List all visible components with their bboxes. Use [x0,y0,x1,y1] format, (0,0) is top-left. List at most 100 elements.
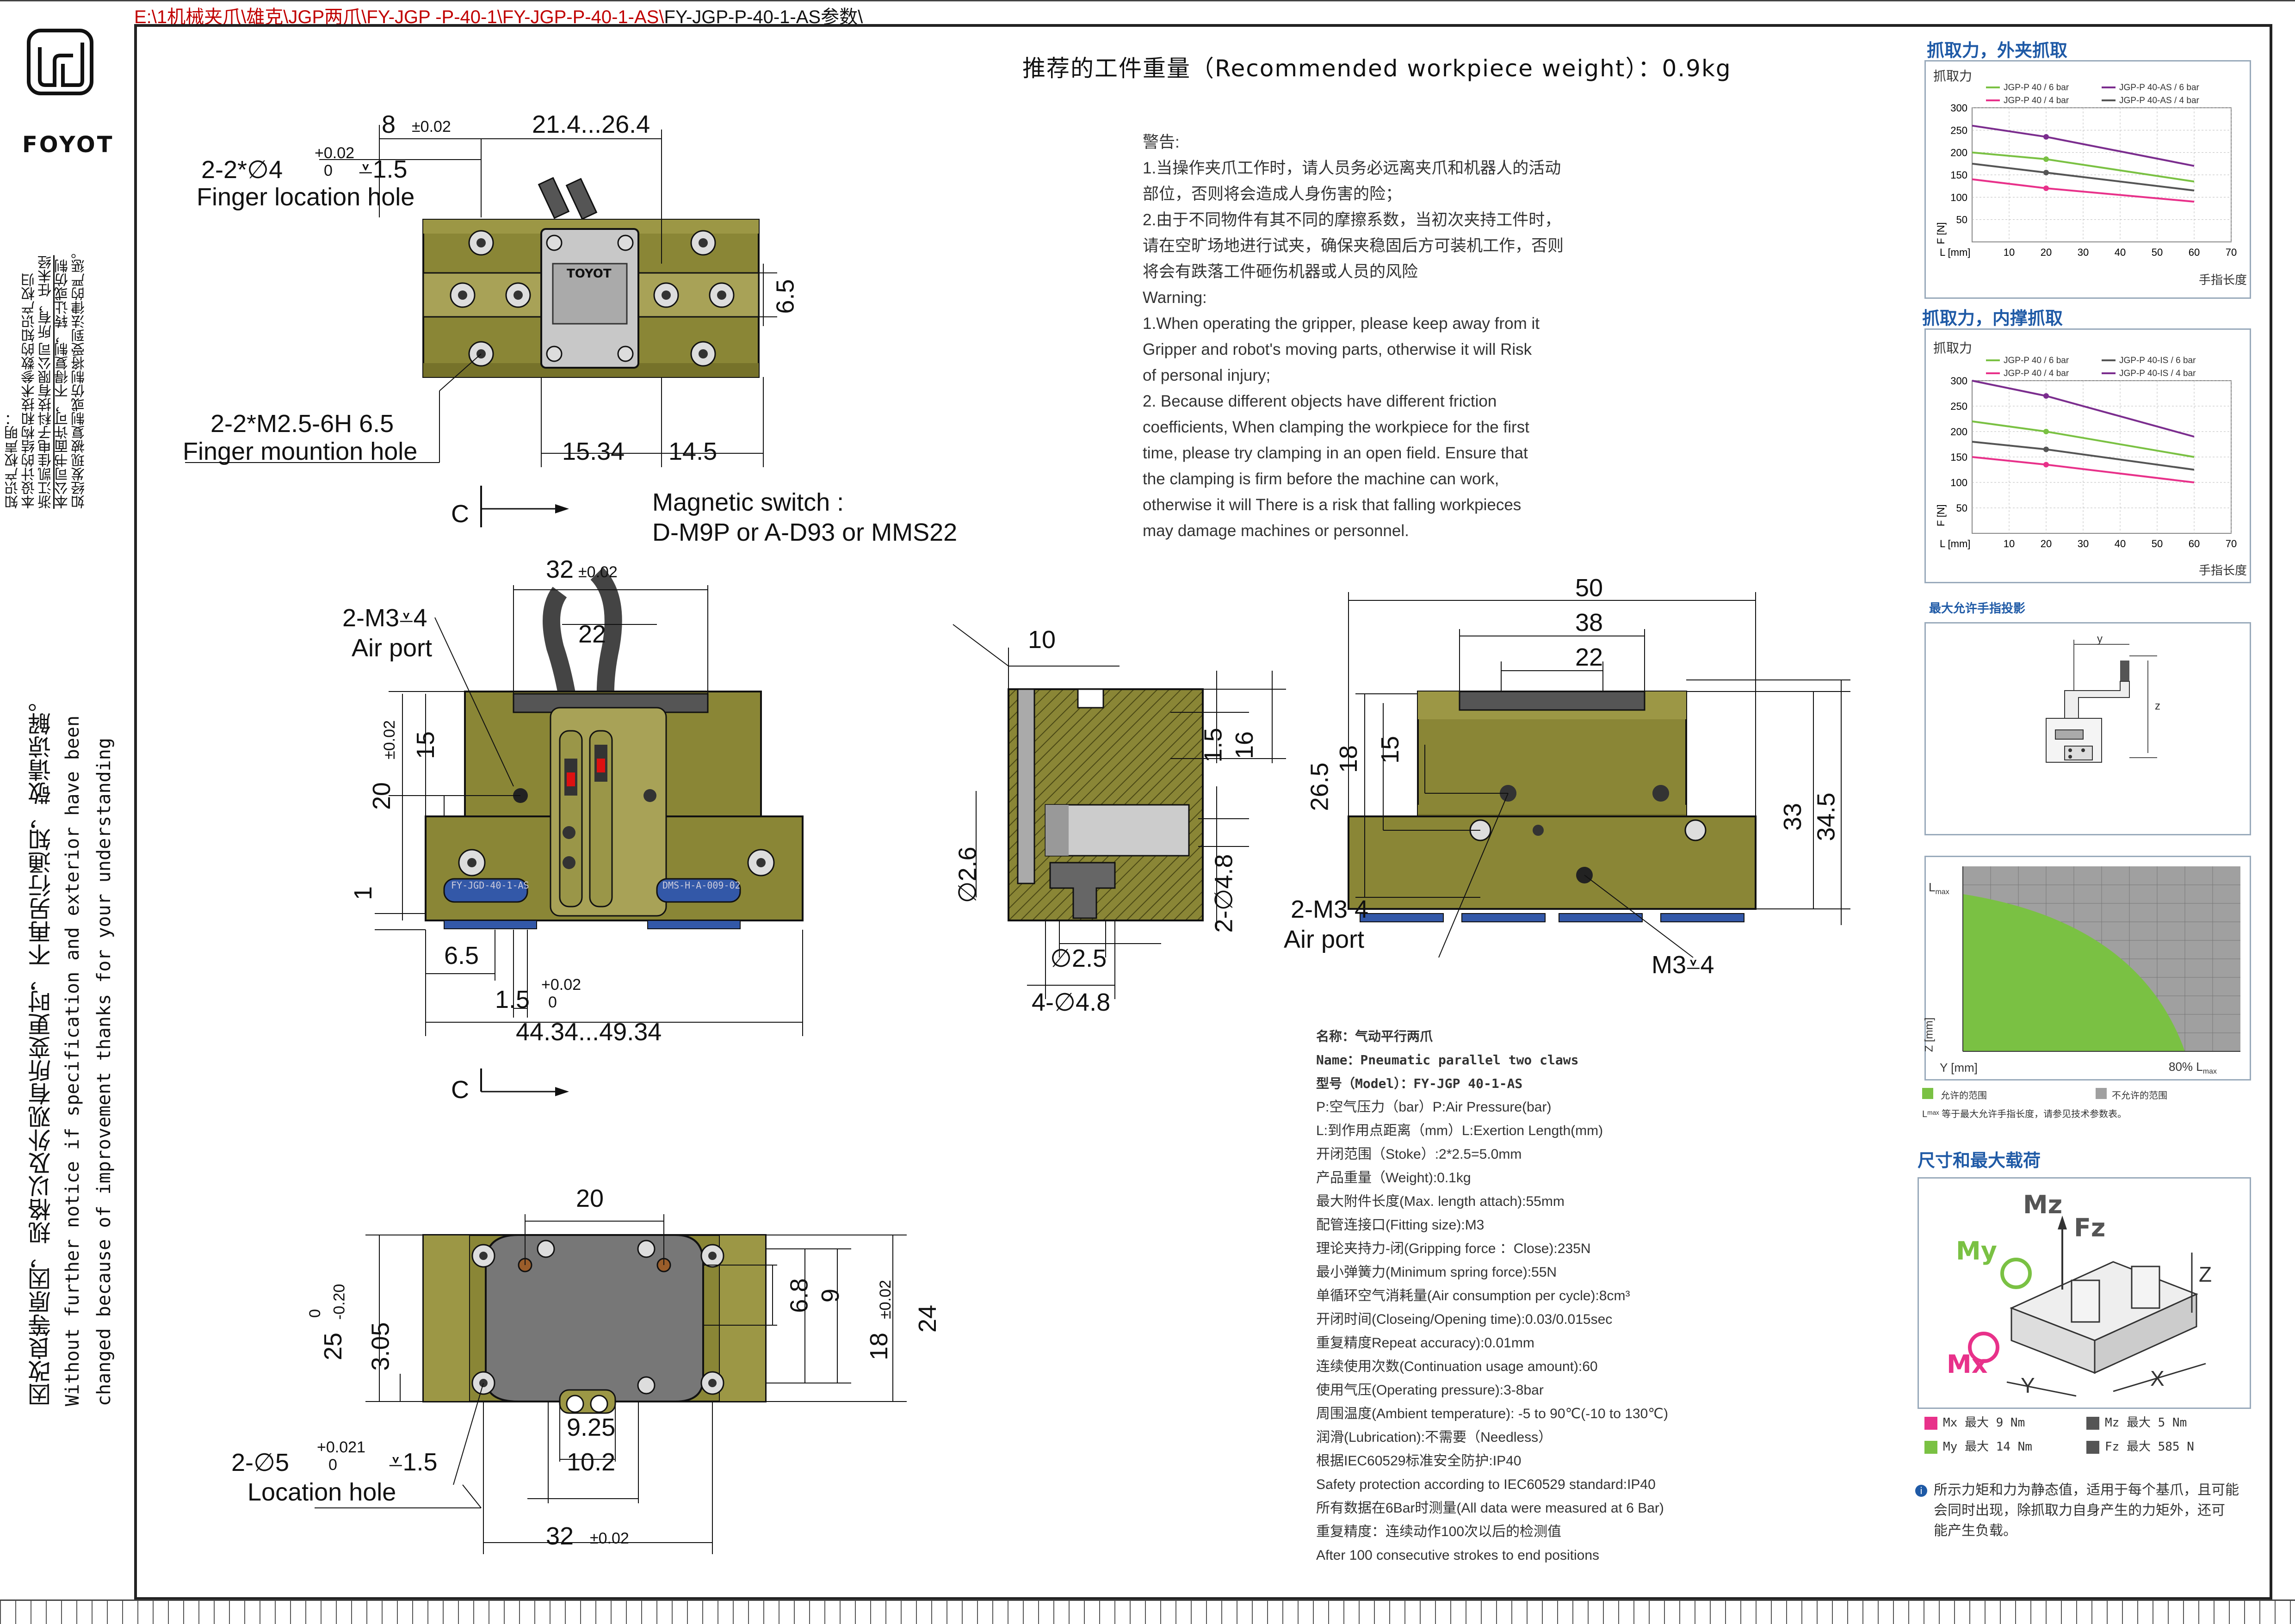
dim-label: 9.25 [567,1414,616,1441]
moments-note-line: 能产生负载。 [1934,1523,2017,1538]
spec-line: 产品重量（Weight):0.1kg [1316,1170,1471,1186]
x-tick-label: 30 [2078,247,2089,258]
data-point [2043,446,2049,452]
projection-panel: y z [1924,622,2251,835]
copyright-line: 知识产权声明： [5,412,20,509]
dim-label: 8 [382,111,396,138]
area-lmax-sub: max [1935,888,1949,896]
area-lmax: Lmax [1929,880,1949,896]
logo-text: FOYOT [22,132,114,158]
legend-label: JGP-P 40 / 4 bar [2004,96,2069,105]
section-mark: C [451,1076,469,1104]
spec-line: 开闭范围（Stoke）:2*2.5=5.0mm [1316,1147,1522,1162]
x-tick-label: 70 [2226,247,2237,258]
area-lmax-label: L [1929,880,1936,894]
dim-label: 32 [546,1522,574,1550]
spec-model: 型号（Model）：FY-JGP 40-1-AS [1316,1076,1523,1091]
area-x80-sub: max [2202,1068,2217,1076]
spec-line: 所有数据在6Bar时测量(All data were measured at 6… [1316,1501,1664,1516]
y-tick-label: 100 [1950,477,1967,488]
y-tick-label: 150 [1950,451,1967,463]
data-point [2043,185,2049,191]
dim-label: 6.8 [785,1278,813,1313]
warning-line: Gripper and robot's moving parts, otherw… [1143,340,1532,358]
air-port-spec: 2-M3⩡4 [342,604,427,632]
area-x80-label: 80% L [2169,1060,2203,1074]
y-tick-label: 200 [1950,426,1967,438]
dim-label: 2-2*M2.5-6H 6.5 [210,410,394,438]
spec-line: After 100 consecutive strokes to end pos… [1316,1548,1600,1563]
spec-line: 理论夹持力-闭(Gripping force ：Close):235N [1316,1241,1591,1256]
spec-name-cn: 名称：气动平行两爪 [1316,1029,1433,1044]
notice-block: 因改良等原因，规格以及外观有所变更时，不再另行通知，敬请谅解。 Without … [25,620,120,1406]
x-axis-label: L [mm] [1940,247,1970,258]
moment-value: 最大 5 Nm [2126,1416,2187,1430]
copyright-line: 本公司书面许可，不得复制，转让或仿制 [55,259,70,509]
spec-line: P:空气压力（bar）P:Air Pressure(bar) [1316,1099,1552,1115]
y-tick-label: 200 [1950,147,1967,159]
spec-line: 连续使用次数(Continuation usage amount):60 [1316,1359,1598,1374]
section-mark: C [451,500,469,528]
dim-label: 6.5 [444,942,479,969]
data-point [2043,429,2049,434]
moment-name: Mz [2105,1416,2127,1430]
location-hole-label: Location hole [247,1478,396,1506]
spec-line: Safety protection according to IEC60529 … [1316,1477,1656,1492]
file-path-file: FY-JGP-P-40-1-AS参数\ [664,7,863,27]
chart-xlabel-right: 手指长度 [2199,273,2247,287]
warning-line: 1.当操作夹爪工作时，请人员务必远离夹爪和机器人的活动 [1143,159,1561,177]
x-axis-label: L [mm] [1940,538,1970,550]
section-arrow [480,1068,569,1096]
file-path: E:\1机械夹爪\雄克\JGP两爪\FY-JGP -P-40-1\FY-JGP-… [134,2,863,29]
moment-name: Mx [1943,1416,1965,1430]
y-tick-label: 300 [1950,102,1967,114]
info-icon: i [1915,1485,1927,1497]
recommended-weight: 推荐的工件重量（Recommended workpiece weight）：0.… [1022,55,1732,82]
dim-label: 22 [1575,643,1603,671]
spec-line: 最小弹簧力(Minimum spring force):55N [1316,1265,1557,1280]
axis-z-label: Z [2199,1262,2212,1286]
axis-x-label: X [2150,1366,2165,1390]
side-view-drawing [1348,592,1850,958]
y-tick-label: 150 [1950,169,1967,181]
data-point [2043,134,2049,140]
moments-diagram [1968,1216,2206,1397]
dim-label: 9 [817,1288,845,1303]
dim-label: 10 [1028,626,1056,654]
legend-allowed: 允许的范围 [1941,1091,1987,1101]
spec-line: 重复精度：连续动作100次以后的检测值 [1316,1524,1562,1539]
dim-tolerance: +0.02 [315,144,355,162]
dim-label: 24 [914,1304,942,1333]
dim-label: ∅2.6 [953,846,982,903]
allowed-area [1963,894,2185,1051]
data-point [2043,393,2049,399]
dim-label: 6.5 [771,279,799,314]
air-port-spec: 2-M3 4 [1291,895,1369,923]
spec-line: 周围温度(Ambient temperature): -5 to 90℃(-10… [1316,1406,1668,1421]
spec-line: 开闭时间(Closeing/Opening time):0.03/0.015se… [1316,1312,1613,1327]
copyright-line: 如经发现被复制或仿制将受到法律的严惩。 [72,245,87,509]
finger-mount-label: Finger mountion hole [183,438,418,465]
dim-label: ⩡1.5 [389,1448,438,1476]
moment-row: My 最大 14 Nm [1924,1437,2032,1454]
spec-line: 重复精度Repeat accuracy):0.01mm [1316,1335,1534,1351]
dim-label: 1.5 [495,986,530,1013]
x-tick-label: 40 [2115,538,2126,550]
y-tick-label: 300 [1950,375,1967,387]
copyright-line: 浙江凯佳电子科技有限公司 所有，任未经 [38,255,54,509]
area-note: Lᵐᵃˣ 等于最大允许手指长度，请参见技术参数表。 [1922,1109,2127,1119]
notice-cn: 因改良等原因，规格以及外观有所变更时，不再另行通知，敬请谅解。 [28,689,54,1406]
air-port-label: Air port [1284,926,1365,953]
warning-block: 警告:1.当操作夹爪工作时，请人员务必远离夹爪和机器人的活动部位，否则将会造成人… [1143,130,1615,544]
dim-label: 44.34...49.34 [516,1018,662,1046]
area-chart-panel: Lmax Z [mm] Y [mm] 80% Lmax [1923,856,2251,1081]
x-tick-label: 30 [2078,538,2089,550]
notice-en: Without further notice if specification … [62,715,83,1406]
x-tick-label: 20 [2041,247,2052,258]
moment-row: Mx 最大 9 Nm [1924,1413,2025,1430]
x-tick-label: 10 [2004,538,2015,550]
dim-label: 16 [1231,731,1259,760]
legend-forbidden: 不允许的范围 [2112,1091,2167,1101]
warning-line: 请在空旷场地进行试夹，确保夹稳固后方可装机工作，否则 [1143,237,1564,255]
